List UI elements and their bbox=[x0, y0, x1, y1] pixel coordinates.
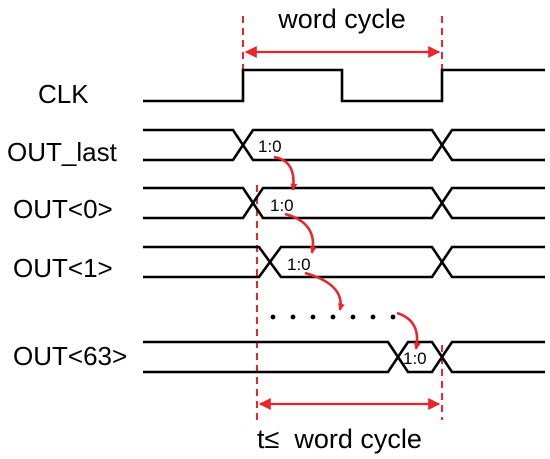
ellipsis-dot bbox=[350, 314, 356, 320]
propagation-arrow-1 bbox=[273, 155, 298, 191]
signal-label-out63: OUT<63> bbox=[13, 341, 127, 371]
propagation-arrow-3 bbox=[304, 271, 345, 311]
signal-label-clk: CLK bbox=[38, 79, 89, 109]
propagation-arrow-4 bbox=[396, 311, 421, 350]
word-cycle-label: word cycle bbox=[277, 4, 406, 34]
ellipsis-dot bbox=[370, 314, 376, 320]
out0-waveform bbox=[143, 186, 545, 220]
out-last-value: 1:0 bbox=[258, 137, 282, 156]
ellipsis-dot bbox=[290, 314, 296, 320]
delay-constraint-label: t≤ word cycle bbox=[257, 424, 422, 454]
out-last-waveform bbox=[143, 128, 545, 162]
out63-waveform bbox=[143, 340, 545, 374]
out1-waveform bbox=[143, 245, 545, 279]
propagation-arrow-2 bbox=[284, 212, 317, 254]
signal-label-out-last: OUT_last bbox=[7, 137, 118, 167]
signal-label-out0: OUT<0> bbox=[13, 194, 113, 224]
signal-label-out1: OUT<1> bbox=[13, 253, 113, 283]
ellipsis-dot bbox=[310, 314, 316, 320]
ellipsis-dot bbox=[270, 314, 276, 320]
out0-value: 1:0 bbox=[270, 196, 294, 215]
out63-value: 1:0 bbox=[403, 349, 427, 368]
ellipsis-dot bbox=[330, 314, 336, 320]
clk-waveform bbox=[143, 68, 545, 103]
out1-value: 1:0 bbox=[287, 255, 311, 274]
ellipsis-dot bbox=[390, 314, 396, 320]
ellipsis-dots bbox=[270, 314, 396, 320]
